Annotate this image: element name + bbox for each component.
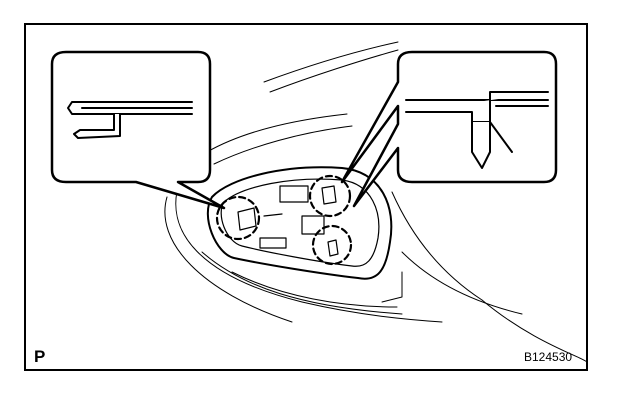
figure-number-label: B124530 (524, 350, 573, 364)
clip-circle-bottom (311, 224, 353, 266)
mirror-housing-outer (206, 166, 393, 280)
callout-box-left (50, 50, 226, 210)
view-code-label: P (34, 347, 46, 366)
mirror-illustration (50, 41, 586, 362)
figure-frame: P B124530 (24, 23, 588, 371)
mirror-internal-parts (237, 185, 339, 257)
callout-box-right (340, 50, 558, 208)
clip-detail-left (67, 101, 193, 139)
clip-circle-top (308, 174, 352, 218)
door-body-lines (164, 41, 586, 362)
clip-detail-right (405, 91, 549, 169)
mirror-housing-inner (220, 178, 380, 267)
clip-circle-left (215, 195, 261, 241)
clip-location-circles (215, 174, 353, 266)
